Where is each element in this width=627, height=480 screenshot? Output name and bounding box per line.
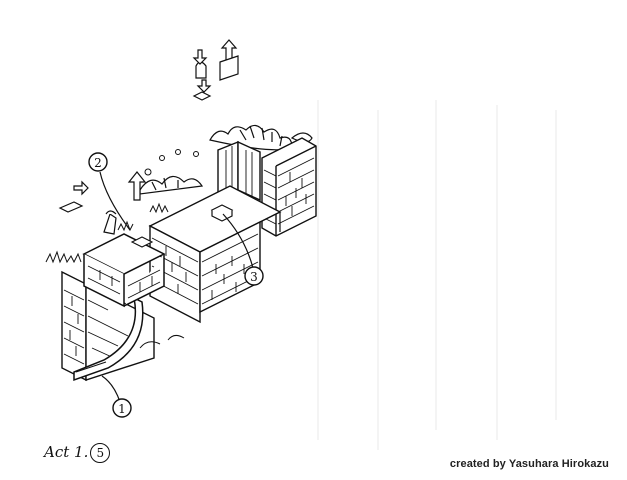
marker-1: 1 (112, 398, 132, 418)
marker-3: 3 (244, 266, 264, 286)
grass (45, 202, 185, 349)
scan-streaks (317, 100, 557, 450)
credit-text: created by Yasuhara Hirokazu (449, 458, 609, 470)
stone-pillar-right (261, 137, 317, 237)
marker-2: 2 (88, 152, 108, 172)
act-prefix: Act 1. (44, 443, 89, 461)
stone-wall-main (149, 220, 261, 324)
stone-box (82, 233, 166, 308)
down-arrow-icon (73, 49, 212, 196)
player-sprite (103, 61, 212, 235)
svg-text:3: 3 (250, 270, 258, 284)
cliff-wall-lower (61, 270, 155, 382)
stone-gate (217, 140, 261, 202)
svg-text:2: 2 (94, 156, 102, 170)
act-number: 5 (90, 443, 111, 463)
up-arrow-icon (127, 39, 238, 201)
ramp (73, 296, 144, 382)
act-label: Act 1.5 (44, 443, 111, 463)
svg-text:1: 1 (118, 402, 126, 416)
door-icon (58, 55, 239, 213)
jump-trail (144, 149, 199, 176)
